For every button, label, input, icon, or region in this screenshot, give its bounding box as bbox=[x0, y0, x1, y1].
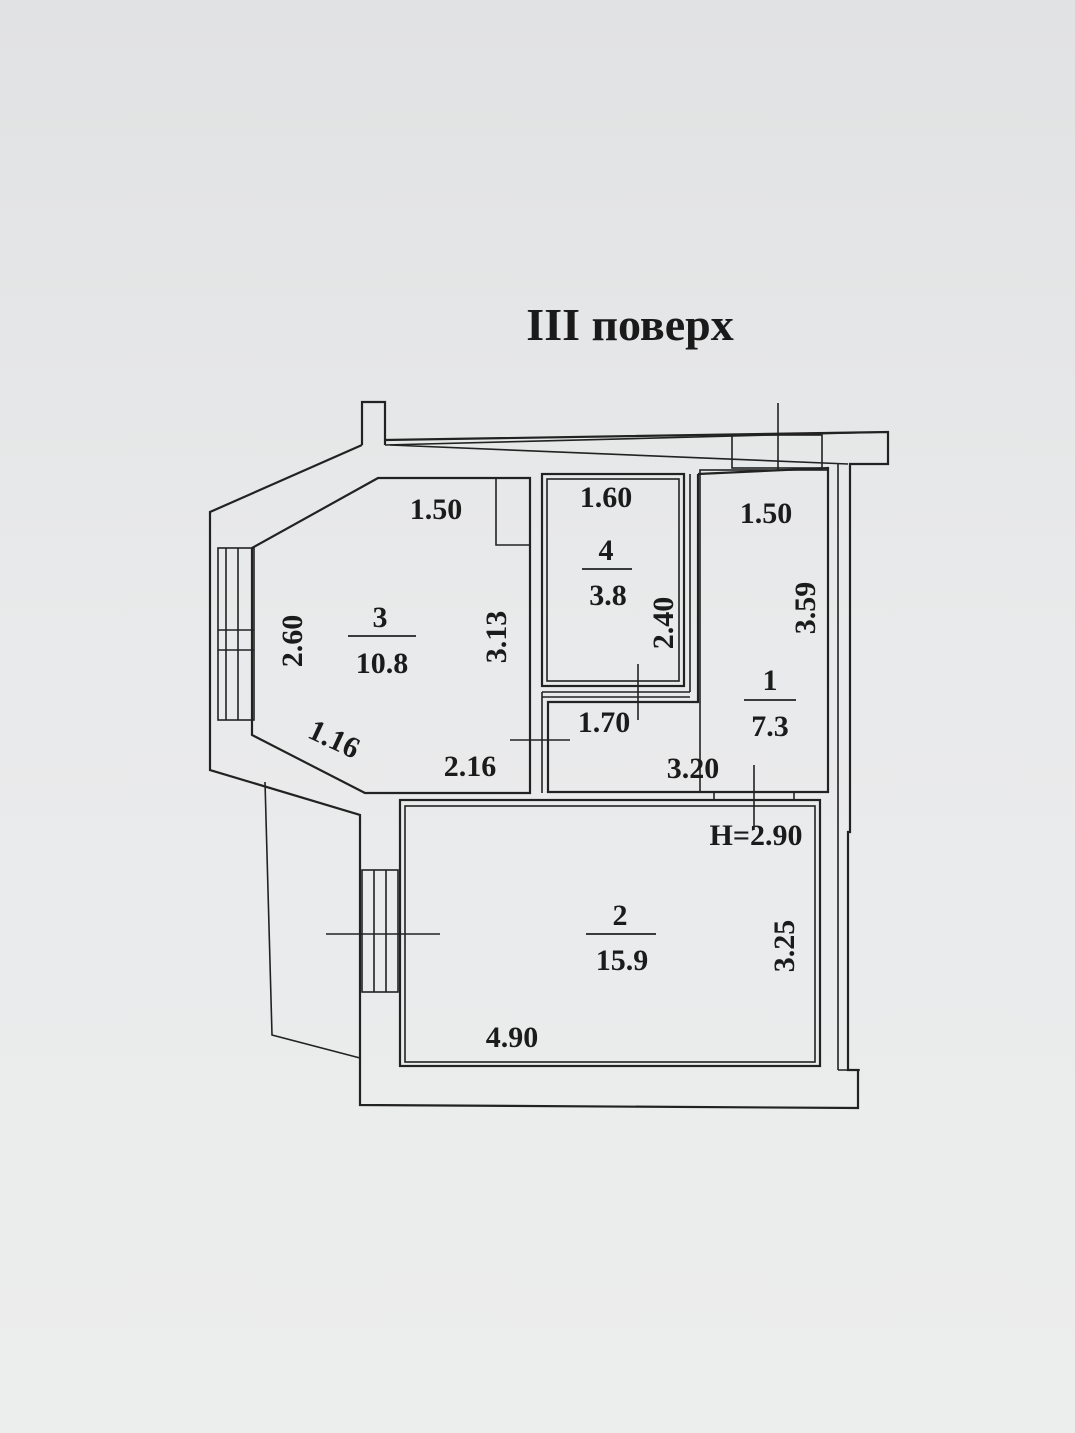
dim-room1-bottom: 3.20 bbox=[667, 752, 720, 785]
room-1-number: 1 bbox=[763, 664, 778, 697]
dim-room3-right: 3.13 bbox=[480, 611, 513, 664]
outer-walls bbox=[208, 400, 890, 1110]
ceiling-height: H=2.90 bbox=[710, 819, 803, 852]
room-2-number: 2 bbox=[613, 899, 628, 932]
room-4-area: 3.8 bbox=[589, 579, 627, 612]
room-3-number: 3 bbox=[373, 601, 388, 634]
dim-room2-bottom: 4.90 bbox=[486, 1021, 539, 1054]
dimension-labels: 1.50 2.60 3.13 1.16 2.16 1.60 2.40 1.70 … bbox=[276, 481, 822, 1054]
dim-room3-top: 1.50 bbox=[410, 493, 463, 526]
room-4-label: 4 3.8 bbox=[582, 534, 632, 612]
dim-corridor-width: 1.70 bbox=[578, 706, 631, 739]
dim-room3-diag: 1.16 bbox=[303, 713, 365, 765]
dim-room4-top: 1.60 bbox=[580, 481, 633, 514]
dim-room3-left: 2.60 bbox=[276, 615, 309, 668]
room-4-number: 4 bbox=[599, 534, 614, 567]
dim-room1-right: 3.59 bbox=[789, 582, 822, 635]
room-2-area: 15.9 bbox=[596, 944, 649, 977]
room-3-label: 3 10.8 bbox=[348, 601, 416, 680]
floor-title: III поверх bbox=[526, 299, 733, 350]
room-2-label: 2 15.9 bbox=[586, 899, 656, 977]
room-1-label: 1 7.3 bbox=[744, 664, 796, 743]
room-3-area: 10.8 bbox=[356, 647, 409, 680]
dim-room1-top: 1.50 bbox=[740, 497, 793, 530]
room-1-area: 7.3 bbox=[751, 710, 789, 743]
dim-room2-right: 3.25 bbox=[768, 920, 801, 973]
dim-room3-bottom: 2.16 bbox=[444, 750, 497, 783]
dim-room4-right: 2.40 bbox=[647, 597, 680, 650]
